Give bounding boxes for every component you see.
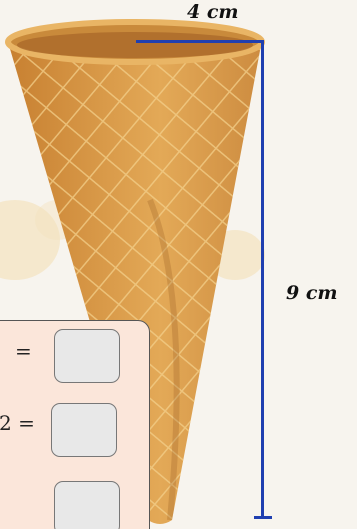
answer-box-3[interactable] <box>54 481 120 529</box>
radius-label: 4 cm <box>187 1 239 23</box>
radius-line <box>136 40 262 43</box>
answer-box-1[interactable] <box>54 329 120 383</box>
height-line-end-cap <box>254 516 272 519</box>
answer-box-2[interactable] <box>51 403 117 457</box>
row-2-text: 2 = <box>0 411 35 435</box>
answer-panel: = 2 = <box>0 320 150 529</box>
row-1-text: = <box>15 339 32 363</box>
height-label: 9 cm <box>286 282 338 304</box>
height-line <box>261 40 264 518</box>
